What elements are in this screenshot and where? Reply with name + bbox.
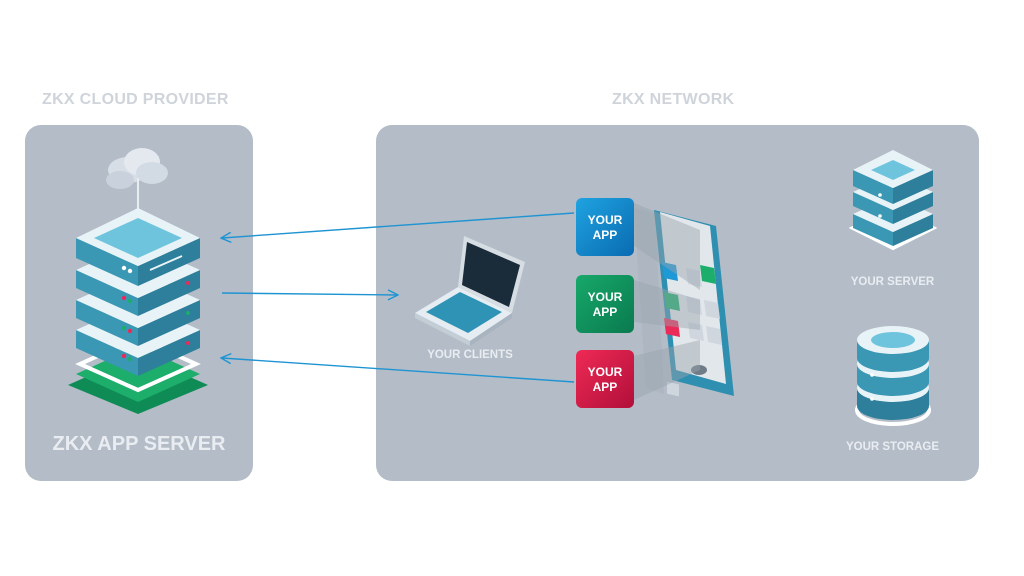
phone-icon — [634, 203, 734, 400]
storage-label: YOUR STORAGE — [845, 441, 940, 453]
laptop-icon — [415, 236, 525, 346]
server-stack-icon — [68, 208, 208, 414]
app-server-label: ZKX APP SERVER — [52, 433, 226, 455]
app-tile-line1: YOUR — [587, 212, 623, 227]
arrow-blue-app-to-server — [222, 212, 575, 238]
cloud-provider-title: ZKX CLOUD PROVIDER — [42, 91, 229, 108]
server-label: YOUR SERVER — [850, 276, 935, 288]
database-icon — [855, 326, 931, 426]
arrow-red-app-to-server — [222, 358, 575, 383]
network-title: ZKX NETWORK — [612, 91, 735, 108]
arrow-server-to-clients — [221, 293, 397, 295]
clients-label: YOUR CLIENTS — [427, 349, 513, 361]
connection-arrows — [221, 212, 575, 383]
app-tile-line1: YOUR — [587, 289, 623, 304]
server-stack-icon — [848, 150, 938, 251]
app-tile-line1: YOUR — [587, 364, 623, 379]
app-tile-line2: APP — [592, 227, 618, 242]
app-tile-line2: APP — [592, 379, 618, 394]
cloud-icon — [106, 148, 168, 222]
app-tile-line2: APP — [592, 304, 618, 319]
